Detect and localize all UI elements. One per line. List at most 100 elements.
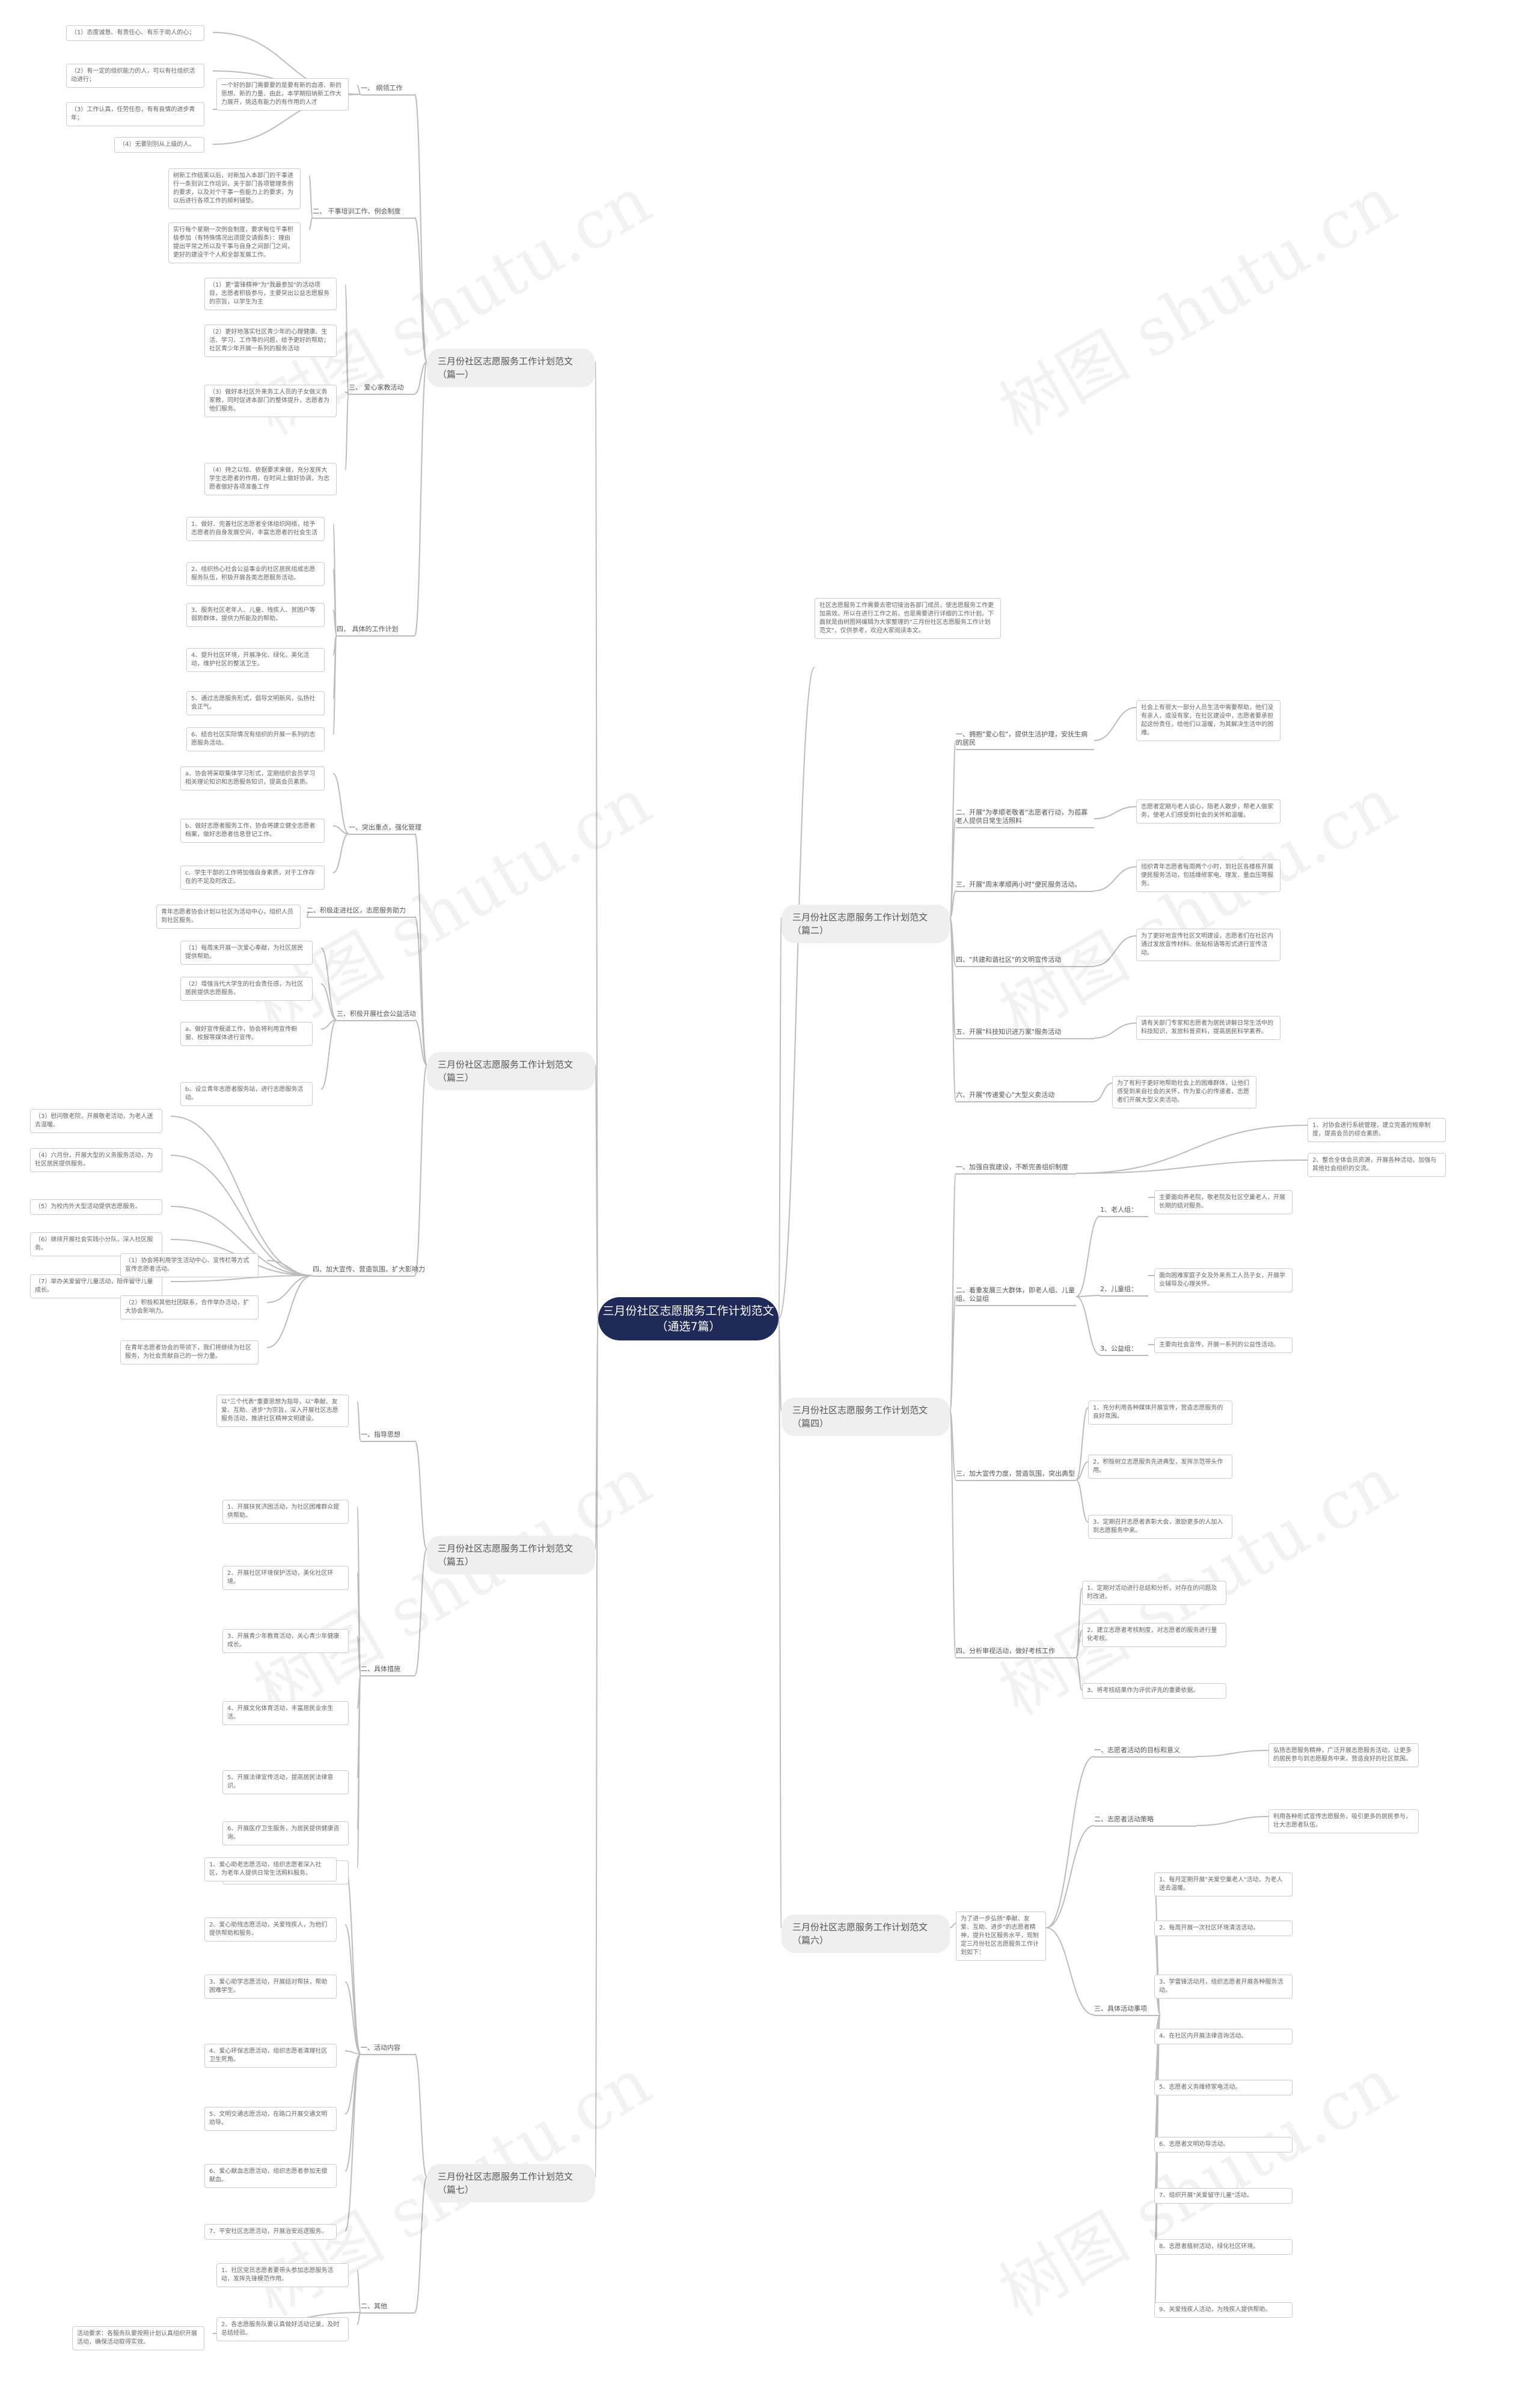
s2-label-3[interactable]: 四、"共建和谐社区"的文明宣传活动 bbox=[956, 956, 1094, 967]
s3-label-2[interactable]: 三、积极开展社会公益活动 bbox=[337, 1010, 416, 1021]
connector bbox=[344, 1924, 361, 2055]
section-6[interactable]: 三月份社区志愿服务工作计划范文（篇六） bbox=[782, 1914, 950, 1953]
s3-leaf: a、做好宣传报道工作，协会将利用宣传橱窗、校报等媒体进行宣传。 bbox=[180, 1022, 313, 1046]
s1-label-2[interactable]: 三、 爱心家教活动 bbox=[349, 384, 415, 395]
section-5[interactable]: 三月份社区志愿服务工作计划范文（篇五） bbox=[427, 1536, 595, 1574]
connector bbox=[332, 773, 349, 834]
section-4[interactable]: 三月份社区志愿服务工作计划范文（篇四） bbox=[782, 1398, 950, 1436]
s1-label-0[interactable]: 一、 纲领工作 bbox=[361, 84, 415, 96]
s4-label-3[interactable]: 四、分析审视活动，做好考核工作 bbox=[956, 1647, 1076, 1658]
s3-leaf: （4）六月份，开展大型的义务服务活动，为社区居民提供服务。 bbox=[30, 1148, 162, 1172]
s4-label-1[interactable]: 二、着重发展三大群体，即老人组、儿童组、公益组 bbox=[956, 1286, 1076, 1306]
connector bbox=[320, 1019, 337, 1090]
s3-leaf: b、设立青年志愿者服务站，进行志愿服务活动。 bbox=[180, 1082, 313, 1106]
s2-leaf: 为了有利于更好地帮助社会上的困难群体，让他们感受到来自社会的关怀，作为爱心的传递… bbox=[1112, 1076, 1256, 1108]
connector bbox=[1045, 1756, 1095, 1928]
s4-label-2[interactable]: 三、加大宣传力度，营造氛围，突出典型 bbox=[956, 1470, 1076, 1481]
section-3[interactable]: 三月份社区志愿服务工作计划范文（篇三） bbox=[427, 1052, 595, 1090]
s1-leaf: 6、结合社区实际情况有组织的开展一系列的志愿服务活动。 bbox=[186, 727, 325, 751]
s1-label-1[interactable]: 二、 干事培训工作、例会制度 bbox=[313, 207, 415, 219]
s6-label-0[interactable]: 一、志愿者活动的目标和意义 bbox=[1094, 1746, 1196, 1758]
s5-leaf: 2、开展社区环境保护活动，美化社区环境。 bbox=[222, 1566, 349, 1590]
s7-leaf: 3、爱心助学志愿活动，开展结对帮扶，帮助困难学生。 bbox=[204, 1975, 337, 1999]
connector bbox=[170, 1206, 313, 1276]
connector bbox=[414, 217, 427, 362]
s7-leaf: 7、平安社区志愿活动，开展治安巡逻服务。 bbox=[204, 2224, 337, 2240]
s3-leaf: c、学生干部的工作将加强自身素质，对于工作存在的不足及时改正。 bbox=[180, 866, 325, 890]
connector bbox=[356, 2270, 361, 2313]
connector bbox=[595, 1318, 599, 2178]
connector bbox=[1045, 1825, 1095, 1928]
s3-leaf: b、做好志愿者服务工作，协会将建立健全志愿者档案，做好志愿者信息登记工作。 bbox=[180, 819, 325, 843]
s2-label-4[interactable]: 五、开展"科技知识进万家"服务活动 bbox=[956, 1028, 1094, 1039]
root-node[interactable]: 三月份社区志愿服务工作计划范文（通选7篇） bbox=[598, 1297, 779, 1340]
s2-label-5[interactable]: 六、开展"传递爱心"大型义卖活动 bbox=[956, 1091, 1094, 1102]
s1-leaf: （2）更好地落实社区青少年的心理健康、生活、学习、工作等的问题，给予更好的帮助；… bbox=[204, 325, 337, 357]
connector bbox=[344, 2053, 361, 2115]
connector bbox=[949, 1923, 956, 1928]
s6-leaf: 弘扬志愿服务精神，广泛开展志愿服务活动，让更多的居民参与到志愿服务中来，营造良好… bbox=[1268, 1743, 1419, 1767]
s3-label-1[interactable]: 二、积极走进社区，志愿服务助力 bbox=[307, 906, 415, 918]
s6-leaf: 5、志愿者义务维修家电活动。 bbox=[1154, 2080, 1293, 2095]
connector bbox=[414, 1065, 427, 1276]
s5-label-0[interactable]: 一、指导思想 bbox=[361, 1431, 415, 1442]
connector bbox=[1094, 1083, 1113, 1102]
s4-leaf: 2、积极树立志愿服务先进典型，发挥示范带头作用。 bbox=[1088, 1455, 1232, 1479]
s6-label-1[interactable]: 二、志愿者活动策略 bbox=[1094, 1815, 1196, 1827]
s4-sub-label-1[interactable]: 2、儿童组： bbox=[1100, 1285, 1148, 1297]
connector bbox=[1094, 806, 1137, 819]
connector bbox=[266, 1275, 313, 1348]
connector bbox=[356, 1401, 361, 1441]
s6-label-2[interactable]: 三、具体活动事项 bbox=[1094, 2005, 1160, 2016]
s3-leaf: a、协会将采取集体学习形式，定期组织会员学习相关理论知识和志愿服务知识，提高会员… bbox=[180, 766, 325, 790]
s7-label-1[interactable]: 二、其他 bbox=[361, 2302, 415, 2314]
section-1[interactable]: 三月份社区志愿服务工作计划范文（篇一） bbox=[427, 349, 595, 387]
connector bbox=[414, 94, 427, 362]
s5-leaf: 1、开展扶贫济困活动，为社区困难群众提供帮助。 bbox=[222, 1500, 349, 1524]
connector bbox=[308, 175, 313, 218]
s1-leaf: 5、通过志愿服务形式，倡导文明新风，弘扬社会正气。 bbox=[186, 691, 325, 715]
connector bbox=[332, 635, 337, 735]
connector bbox=[332, 825, 349, 834]
s2-leaf: 组织青年志愿者每周两个小时，到社区各楼栋开展便民服务活动，包括维修家电、理发、量… bbox=[1136, 860, 1280, 892]
s1-leaf: （3）做好本社区外来务工人员的子女做义务家教，同时促进本部门的整体提升，志愿者为… bbox=[204, 385, 337, 417]
s3-label-3[interactable]: 四、加大宣传、营造氛围、扩大影响力 bbox=[313, 1265, 425, 1277]
s4-label-0[interactable]: 一、加强自我建设，不断完善组织制度 bbox=[956, 1163, 1076, 1175]
s2-label-0[interactable]: 一、拥抱"爱心包"，提供生活护理，安抚生病的居民 bbox=[956, 730, 1094, 750]
s7-leaf: 2、各志愿服务队要认真做好活动记录，及时总结经验。 bbox=[216, 2317, 349, 2341]
s4-sub-label-0[interactable]: 1、老人组： bbox=[1100, 1206, 1148, 1217]
s6-intro: 为了进一步弘扬"奉献、友爱、互助、进步"的志愿者精神，提升社区服务水平，现制定三… bbox=[956, 1911, 1046, 1961]
connector bbox=[1075, 1125, 1308, 1174]
s5-label-1[interactable]: 二、具体措施 bbox=[361, 1665, 415, 1676]
s7-leaf: 6、爱心献血志愿活动，组织志愿者参加无偿献血。 bbox=[204, 2164, 337, 2188]
s4-leaf: 2、整合全体会员资源，开展各种活动，加强与其他社会组织的交流。 bbox=[1308, 1153, 1446, 1177]
s5-leaf: 3、开展青少年教育活动，关心青少年健康成长。 bbox=[222, 1629, 349, 1653]
s7-leaf: 1、爱心助老志愿活动，组织志愿者深入社区，为老年人提供日常生活照料服务。 bbox=[204, 1857, 337, 1881]
section-2[interactable]: 三月份社区志愿服务工作计划范文（篇二） bbox=[782, 905, 950, 943]
s1-leaf: 3、服务社区老年人、儿童、残疾人、贫困户等弱势群体，提供力所能及的帮助。 bbox=[186, 603, 325, 627]
s4-leaf: 3、将考核结果作为评优评先的重要依据。 bbox=[1082, 1683, 1226, 1699]
s1-leaf: 1、做好、完善社区志愿者全体组织网络，给予志愿者的自身发展空间，丰富志愿者的社会… bbox=[186, 517, 325, 541]
s7-leaf: 1、社区党员志愿者要带头参加志愿服务活动，发挥先锋模范作用。 bbox=[216, 2263, 349, 2287]
connector bbox=[356, 1675, 361, 1868]
s4-sub-label-2[interactable]: 3、公益组： bbox=[1100, 1345, 1148, 1356]
s2-leaf: 志愿者定期与老人谈心，陪老人散步，帮老人做家务，使老人们感受到社会的关怀和温暖。 bbox=[1136, 799, 1280, 824]
s4-leaf: 1、定期对活动进行总结和分析，对存在的问题及时改进。 bbox=[1082, 1581, 1226, 1605]
s3-label-0[interactable]: 一、突出重点，强化管理 bbox=[349, 824, 421, 835]
s2-label-1[interactable]: 二、开展"为孝顺老敬者"志愿者行动，为孤寡老人提供日常生活照料 bbox=[956, 808, 1094, 828]
connector bbox=[308, 217, 313, 230]
s1-label-3[interactable]: 四、 具体的工作计划 bbox=[337, 625, 415, 637]
s7-label-0[interactable]: 一、活动内容 bbox=[361, 2044, 415, 2055]
section-7[interactable]: 三月份社区志愿服务工作计划范文（篇七） bbox=[427, 2164, 595, 2202]
connector bbox=[320, 1019, 337, 1030]
s7-leaf: 2、爱心助残志愿活动，关爱残疾人，为他们提供帮助和服务。 bbox=[204, 1918, 337, 1942]
s2-label-2[interactable]: 三、开展"周末孝顺两小时"便民服务活动。 bbox=[956, 881, 1094, 892]
s1-leaf: （1）更"雷锋精神"为"我最参加"的活动项目，志愿者积极参与，主要突出公益志愿服… bbox=[204, 278, 337, 310]
s2-leaf: 请有关部门专家和志愿者为居民讲解日常生活中的科技知识，发放科普资料，提高居民科学… bbox=[1136, 1016, 1280, 1040]
s1-leaf: （2）有一定的组织能力的人，可以有社组织活动进行； bbox=[66, 64, 204, 88]
s6-leaf: 3、学雷锋活动月，组织志愿者开展各种服务活动。 bbox=[1154, 1975, 1293, 1999]
connector bbox=[1094, 935, 1137, 967]
s3-leaf: （7）举办关爱留守儿童活动，陪伴留守儿童成长。 bbox=[30, 1274, 162, 1298]
connector bbox=[356, 2312, 361, 2325]
s4-leaf: 3、定期召开志愿者表彰大会，激励更多的人加入到志愿服务中来。 bbox=[1088, 1515, 1232, 1539]
